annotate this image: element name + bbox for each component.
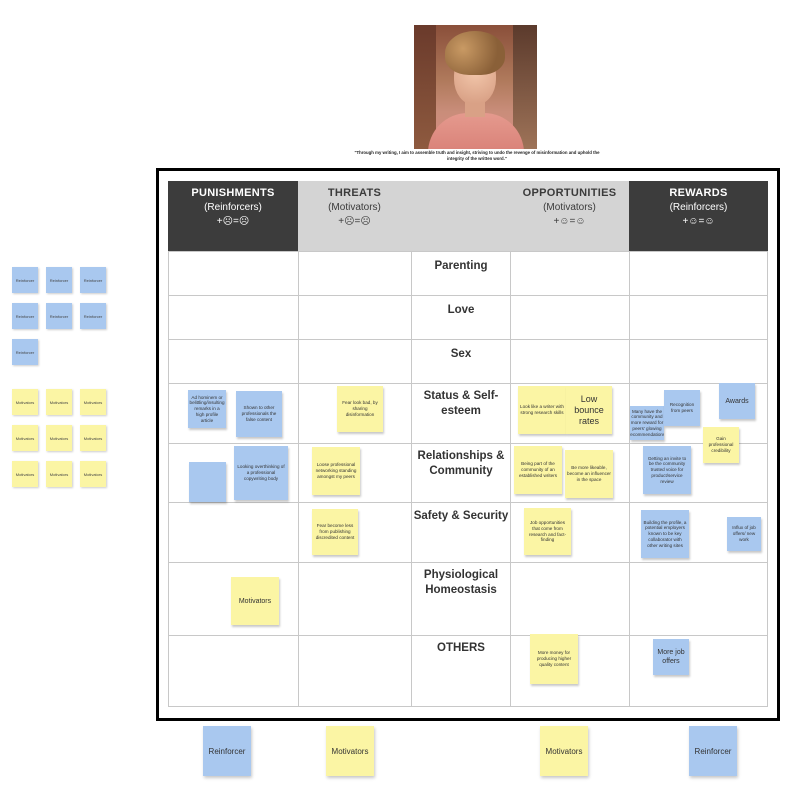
- header-opportunities: OPPORTUNITIES (Motivators) +☺=☺: [510, 181, 629, 251]
- palette-reinforcer-note[interactable]: Reinforcer: [46, 267, 72, 293]
- sticky-note[interactable]: Awards: [719, 383, 755, 419]
- row-label-status: Status & Self-esteem: [423, 390, 499, 417]
- sticky-note[interactable]: Ad hominem or belittling/insulting remar…: [188, 390, 226, 428]
- sticky-note[interactable]: More money for producing higher quality …: [530, 634, 578, 684]
- sticky-note[interactable]: Shown to other professionals the false c…: [236, 391, 282, 437]
- row-label-relationships: Relationships & Community: [417, 450, 505, 477]
- palette-motivator-note[interactable]: Motivators: [46, 389, 72, 415]
- header-center: [411, 181, 510, 251]
- sticky-note[interactable]: Being part of the community of an establ…: [514, 446, 562, 494]
- grid-border: [168, 251, 768, 707]
- smile-face-icon: +☺=☺: [682, 216, 715, 227]
- grid-line: [168, 295, 768, 296]
- sticky-note[interactable]: Be more likeable, become an influencer i…: [565, 450, 613, 498]
- grid-line: [168, 635, 768, 636]
- row-label-parenting: Parenting: [434, 260, 488, 272]
- palette-reinforcer-note[interactable]: Reinforcer: [46, 303, 72, 329]
- sticky-note[interactable]: Building the profile, a potential employ…: [641, 510, 689, 558]
- motivation-grid: PUNISHMENTS (Reinforcers) +☹=☹ THREATS (…: [168, 181, 768, 707]
- sticky-note[interactable]: Gain professional credibility: [703, 427, 739, 463]
- profile-photo: [414, 25, 537, 149]
- palette-reinforcer-note[interactable]: Reinforcer: [80, 267, 106, 293]
- smile-face-icon: +☺=☺: [553, 216, 586, 227]
- grid-line: [510, 251, 511, 707]
- header-threats: THREATS (Motivators) +☹=☹: [298, 181, 411, 251]
- palette-reinforcer-note[interactable]: Reinforcer: [12, 303, 38, 329]
- sticky-note[interactable]: More job offers: [653, 639, 689, 675]
- legend-reinforcer-note[interactable]: Reinforcer: [689, 726, 737, 776]
- header-rewards: REWARDS (Reinforcers) +☺=☺: [629, 181, 768, 251]
- sticky-note[interactable]: Look like a writer with strong research …: [518, 386, 566, 434]
- grid-line: [168, 383, 768, 384]
- sticky-note[interactable]: Low bounce rates: [566, 386, 612, 434]
- sticky-note[interactable]: [189, 462, 226, 502]
- sad-face-icon: +☹=☹: [216, 216, 250, 227]
- sticky-note[interactable]: Motivators: [231, 577, 279, 625]
- palette-motivator-note[interactable]: Motivators: [46, 461, 72, 487]
- row-label-physiological: Physiological Homeostasis: [423, 569, 499, 596]
- sticky-note[interactable]: Fear look bad, by sharing disinformation: [337, 386, 383, 432]
- palette-motivator-note[interactable]: Motivators: [80, 389, 106, 415]
- palette-motivator-note[interactable]: Motivators: [12, 425, 38, 451]
- sticky-note[interactable]: Getting an invite to be the community tr…: [643, 446, 691, 494]
- board-frame: [156, 168, 780, 721]
- grid-line: [168, 562, 768, 563]
- sticky-note[interactable]: Job opportunities that come from researc…: [524, 508, 571, 555]
- sticky-note[interactable]: Loose professional networking standing a…: [312, 447, 360, 495]
- sticky-note[interactable]: Recognition from peers: [664, 390, 700, 426]
- sticky-note[interactable]: Many have the community and more reward …: [630, 406, 664, 440]
- row-label-others: OTHERS: [437, 642, 485, 654]
- palette-reinforcer-note[interactable]: Reinforcer: [12, 267, 38, 293]
- row-label-safety: Safety & Security: [413, 510, 509, 522]
- palette-reinforcer-note[interactable]: Reinforcer: [12, 339, 38, 365]
- header-punishments: PUNISHMENTS (Reinforcers) +☹=☹: [168, 181, 298, 251]
- sad-face-icon: +☹=☹: [338, 216, 371, 227]
- grid-line: [298, 251, 299, 707]
- palette-reinforcer-note[interactable]: Reinforcer: [80, 303, 106, 329]
- legend-motivator-note[interactable]: Motivators: [540, 726, 588, 776]
- palette-motivator-note[interactable]: Motivators: [12, 461, 38, 487]
- palette-motivator-note[interactable]: Motivators: [80, 461, 106, 487]
- palette-motivator-note[interactable]: Motivators: [46, 425, 72, 451]
- grid-line: [629, 251, 630, 707]
- sticky-note[interactable]: Looking overthinking of a professional c…: [234, 446, 288, 500]
- grid-line: [168, 339, 768, 340]
- row-label-love: Love: [447, 304, 475, 316]
- legend-reinforcer-note[interactable]: Reinforcer: [203, 726, 251, 776]
- palette-motivator-note[interactable]: Motivators: [12, 389, 38, 415]
- sticky-note[interactable]: Influx of job offers/ new work: [727, 517, 761, 551]
- grid-line: [411, 251, 412, 707]
- row-label-sex: Sex: [450, 348, 472, 360]
- palette-motivator-note[interactable]: Motivators: [80, 425, 106, 451]
- grid-line: [168, 443, 768, 444]
- grid-line: [168, 502, 768, 503]
- persona-quote: "Through my writing, I aim to assemble t…: [354, 150, 600, 161]
- legend-motivator-note[interactable]: Motivators: [326, 726, 374, 776]
- sticky-note[interactable]: Fear become less from publishing discred…: [312, 509, 358, 555]
